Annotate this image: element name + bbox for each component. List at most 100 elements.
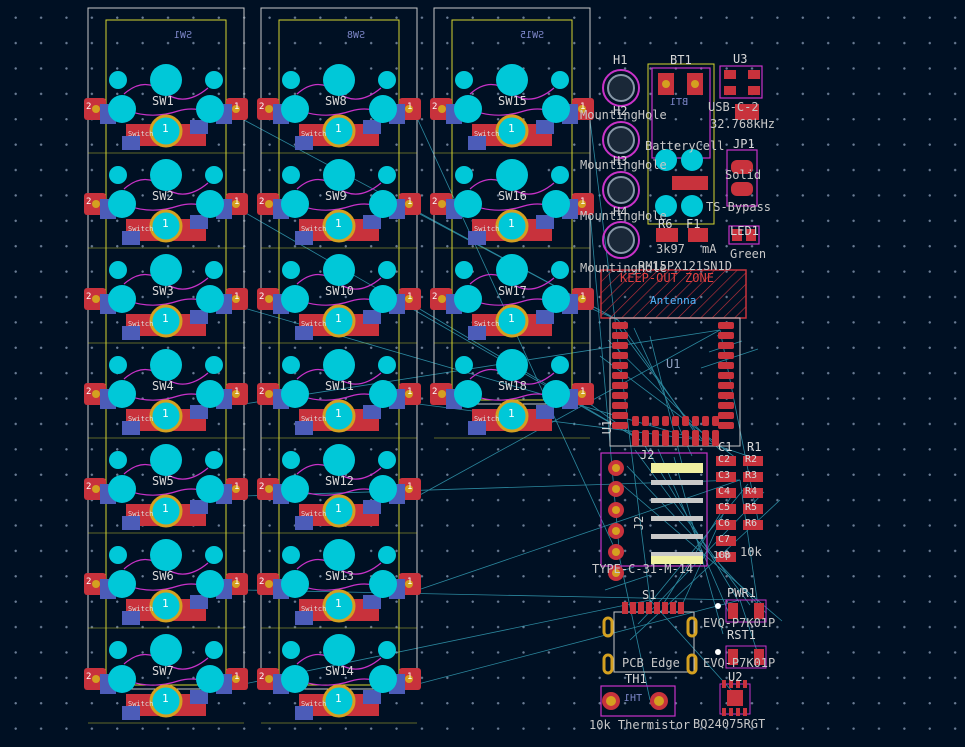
s1-pad xyxy=(654,602,660,614)
switch-pad-ring xyxy=(92,390,100,398)
switch-hole-left xyxy=(108,570,136,598)
led1-body xyxy=(728,225,760,245)
u3-body xyxy=(719,65,763,99)
switch-footprint xyxy=(84,349,248,439)
switch-small-hole xyxy=(378,166,396,184)
res-pad xyxy=(743,504,763,514)
u1-pad-bottom xyxy=(652,430,659,446)
switch-small-hole xyxy=(205,546,223,564)
u1-pad-left xyxy=(612,402,628,409)
u3-pad xyxy=(724,70,736,79)
button-outline xyxy=(725,599,767,623)
s1-pad xyxy=(630,602,636,614)
switch-footprint xyxy=(84,64,248,154)
u1-pad-right xyxy=(718,422,734,429)
switch-footprint xyxy=(257,349,421,439)
switch-center-hole xyxy=(323,539,355,571)
u1-pad-left xyxy=(612,392,628,399)
u1-pad-right xyxy=(718,352,734,359)
u1-pad-bottom xyxy=(642,430,649,446)
switch-footprints xyxy=(84,64,594,724)
switch-pad-ring xyxy=(265,485,273,493)
switch-hole-left xyxy=(454,380,482,408)
switch-pad-ring xyxy=(265,580,273,588)
switch-bottom-hole xyxy=(322,399,356,433)
u1-pad-left xyxy=(612,332,628,339)
switch-back-pad xyxy=(122,611,140,625)
u2-pad xyxy=(736,680,740,688)
switch-back-pad xyxy=(536,215,554,229)
switch-bottom-hole xyxy=(149,209,183,243)
s1-pad xyxy=(678,602,684,614)
u1-pad-left xyxy=(612,382,628,389)
bt1-courtyard xyxy=(647,63,715,225)
switch-hole-left xyxy=(281,665,309,693)
button-dot xyxy=(715,649,721,655)
switch-small-hole xyxy=(378,546,396,564)
switch-small-hole xyxy=(205,451,223,469)
s1-pad xyxy=(662,602,668,614)
ratsnest-line xyxy=(604,574,651,591)
switch-footprint xyxy=(84,444,248,534)
s1-slot xyxy=(602,616,614,638)
th1-outline xyxy=(600,685,676,717)
u1-pad-right xyxy=(718,372,734,379)
switch-hole-right xyxy=(369,665,397,693)
u3-pad xyxy=(748,70,760,79)
s1-pad xyxy=(670,602,676,614)
switch-pad-ring xyxy=(232,200,240,208)
button-pad xyxy=(728,649,738,665)
switch-center-hole xyxy=(150,444,182,476)
switch-small-hole xyxy=(282,261,300,279)
switch-small-hole xyxy=(551,261,569,279)
switch-bottom-hole xyxy=(149,494,183,528)
switch-small-hole xyxy=(551,166,569,184)
u1-pad-bottom2 xyxy=(642,416,649,426)
switch-pad-ring xyxy=(438,390,446,398)
switch-hole-right xyxy=(542,285,570,313)
mounting-hole xyxy=(607,126,635,154)
switch-hole-right xyxy=(196,570,224,598)
switch-back-pad xyxy=(295,231,313,245)
u2-pad xyxy=(722,708,726,716)
switch-center-hole xyxy=(323,159,355,191)
u1-pad-bottom xyxy=(692,430,699,446)
switch-footprint xyxy=(257,539,421,629)
switch-bottom-hole xyxy=(495,304,529,338)
switch-small-hole xyxy=(205,71,223,89)
j2-contact xyxy=(651,516,703,521)
switch-small-hole xyxy=(282,71,300,89)
switch-small-hole xyxy=(109,546,127,564)
u1-pad-bottom2 xyxy=(712,416,719,426)
switch-back-pad xyxy=(536,310,554,324)
switch-pad-ring xyxy=(265,200,273,208)
switch-pad-ring xyxy=(578,295,586,303)
switch-footprint xyxy=(257,254,421,344)
bt1-body xyxy=(651,67,711,159)
switch-small-hole xyxy=(378,451,396,469)
j2-contact xyxy=(651,480,703,485)
switch-back-pad xyxy=(363,120,381,134)
switch-pad-ring xyxy=(405,295,413,303)
switch-hole-right xyxy=(369,95,397,123)
switch-back-pad xyxy=(122,421,140,435)
led1-pad xyxy=(746,229,756,241)
switch-pad-ring xyxy=(405,485,413,493)
res-pad xyxy=(743,520,763,530)
switch-pad-ring xyxy=(405,200,413,208)
mounting-hole-ring xyxy=(602,171,640,209)
mounting-hole xyxy=(607,74,635,102)
switch-hole-left xyxy=(454,285,482,313)
switch-back-pad xyxy=(363,215,381,229)
switch-hole-left xyxy=(108,95,136,123)
switch-hole-right xyxy=(196,190,224,218)
switch-hole-right xyxy=(542,380,570,408)
j2-contact xyxy=(651,498,703,503)
switch-pad-ring xyxy=(232,675,240,683)
switch-center-hole xyxy=(150,64,182,96)
u1-pad-left xyxy=(612,352,628,359)
switch-small-hole xyxy=(551,71,569,89)
switch-center-hole xyxy=(150,634,182,666)
ratsnest-line xyxy=(243,589,741,601)
